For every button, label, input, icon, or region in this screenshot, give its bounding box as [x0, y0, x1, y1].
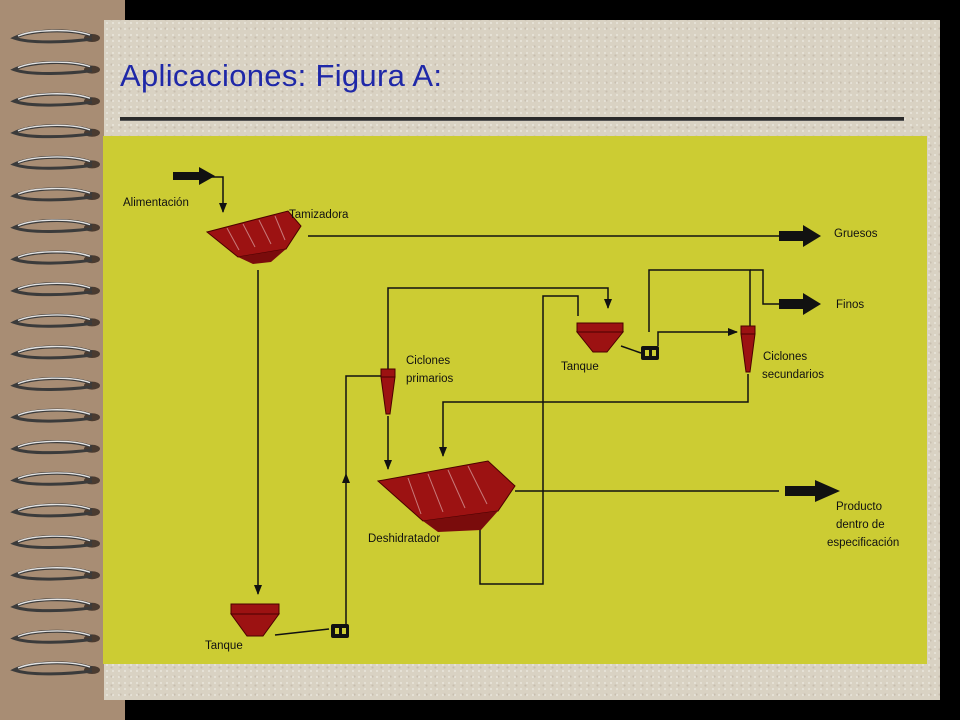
spiral-binding — [10, 29, 100, 676]
secondary-cyclone-feed-line — [657, 328, 738, 346]
primary-cyclone-feed-line — [345, 375, 381, 474]
label-gruesos: Gruesos — [834, 228, 878, 240]
label-producto-1: Producto — [836, 501, 882, 513]
label-tanque-top: Tanque — [561, 361, 599, 373]
ciclones-primarios-cyclone — [380, 368, 396, 415]
binding-ring — [10, 471, 100, 486]
binding-ring — [10, 598, 100, 613]
binding-ring — [10, 440, 100, 455]
binding-ring — [10, 282, 100, 297]
secondary-overflow-loop-line — [648, 269, 751, 332]
flow-diagram-panel: Alimentación Tamizadora Gruesos Finos Ta… — [103, 136, 927, 664]
label-producto-3: especificación — [827, 537, 899, 549]
binding-ring — [10, 535, 100, 549]
tamizadora-screen — [205, 210, 302, 264]
binding-ring — [10, 313, 100, 328]
tanque-bottom-tank — [230, 603, 280, 637]
tanque-top-tank — [575, 322, 625, 353]
primary-overflow-line — [387, 287, 612, 374]
binding-ring — [10, 629, 100, 644]
dewaterer-loop-line — [479, 295, 579, 585]
finos-arrow — [779, 293, 821, 315]
label-tanque-bottom: Tanque — [205, 640, 243, 652]
binding-ring — [10, 61, 100, 75]
binding-ring — [10, 408, 100, 423]
binding-ring — [10, 661, 100, 676]
bottom-pump-icon — [331, 624, 349, 638]
label-ciclones-primarios-1: Ciclones — [406, 355, 450, 367]
binding-ring — [10, 377, 100, 391]
binding-ring — [10, 219, 100, 233]
output-arrows — [173, 167, 840, 502]
gruesos-arrow — [779, 225, 821, 247]
label-ciclones-secundarios-1: Ciclones — [763, 351, 807, 363]
binding-ring — [10, 124, 100, 139]
producto-arrow — [785, 480, 840, 502]
binding-ring — [10, 250, 100, 265]
bottom-tank-to-pump-line — [274, 628, 330, 636]
deshidratador-screen — [376, 460, 516, 532]
top-pump-icon — [641, 346, 659, 360]
label-finos: Finos — [836, 299, 864, 311]
binding-ring — [10, 155, 100, 170]
label-alimentacion: Alimentación — [123, 197, 189, 209]
label-ciclones-secundarios-2: secundarios — [762, 369, 824, 381]
slide-title: Aplicaciones: Figura A: — [120, 58, 443, 93]
label-deshidratador: Deshidratador — [368, 533, 440, 545]
secondary-underflow-line — [439, 374, 749, 457]
flow-diagram: Alimentación Tamizadora Gruesos Finos Ta… — [123, 167, 899, 652]
title-divider — [120, 117, 904, 121]
label-ciclones-primarios-2: primarios — [406, 373, 454, 385]
ciclones-secundarios-cyclone — [740, 325, 756, 373]
binding-ring — [10, 345, 100, 360]
binding-ring — [10, 29, 100, 44]
top-tank-to-pump-line — [620, 345, 642, 354]
finos-line — [750, 269, 779, 305]
binding-ring — [10, 187, 100, 202]
binding-ring — [10, 503, 100, 518]
label-producto-2: dentro de — [836, 519, 885, 531]
feed-arrow — [173, 167, 215, 185]
label-tamizadora: Tamizadora — [289, 209, 349, 221]
binding-ring — [10, 566, 100, 581]
flow-lines — [176, 176, 779, 636]
binding-ring — [10, 92, 100, 107]
